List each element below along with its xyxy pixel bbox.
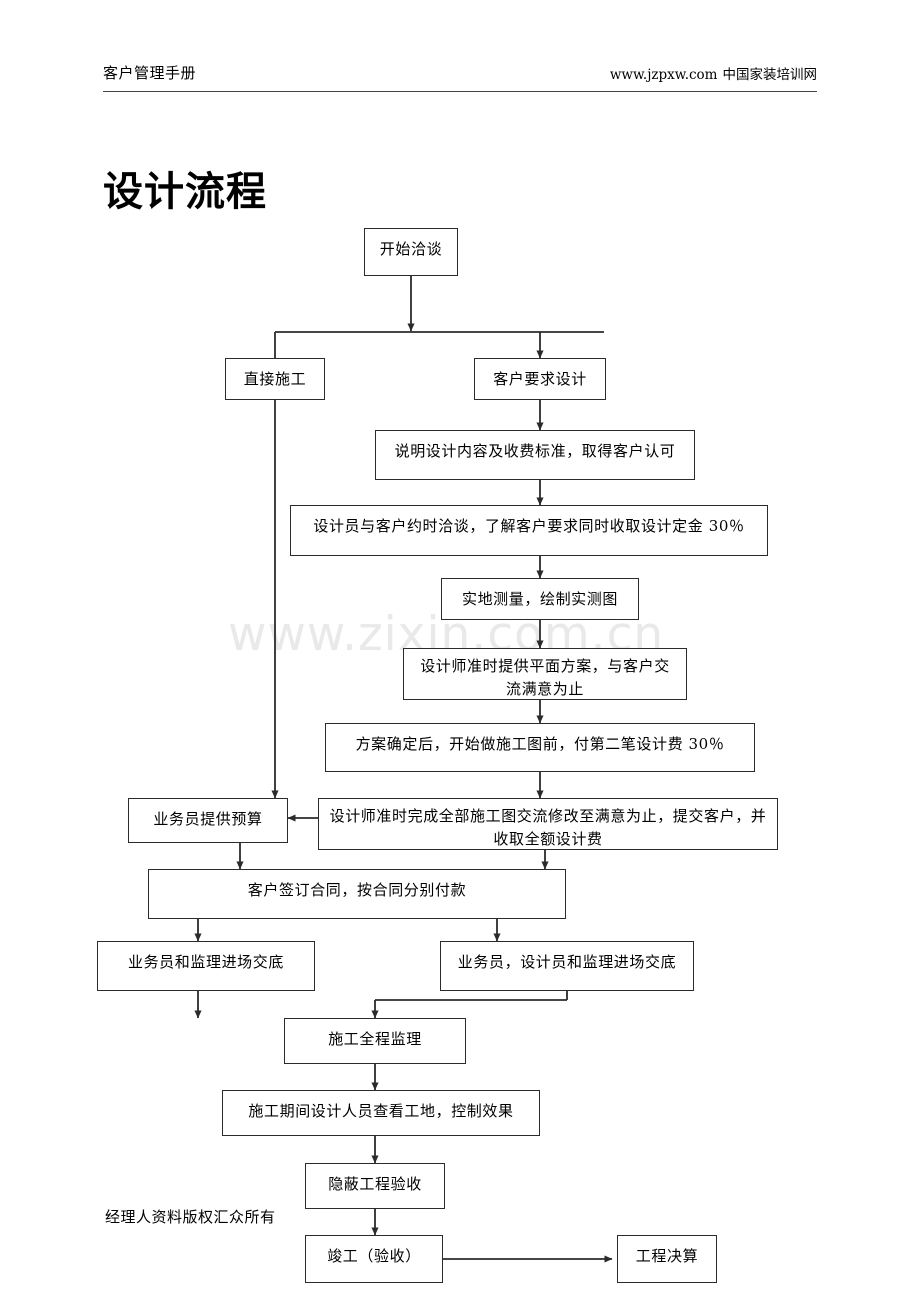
flow-node-label: 隐蔽工程验收 [328, 1175, 422, 1193]
flow-node-customer-requests-design[interactable]: 客户要求设计 [474, 358, 606, 400]
flow-node-project-final-account[interactable]: 工程决算 [617, 1235, 717, 1283]
flow-node-briefing-right[interactable]: 业务员，设计员和监理进场交底 [440, 941, 694, 991]
flow-node-label: 设计师准时完成全部施工图交流修改至满意为止，提交客户，并 收取全额设计费 [329, 807, 767, 849]
flow-node-floor-plan-proposal[interactable]: 设计师准时提供平面方案，与客户交 流满意为止 [403, 648, 687, 700]
flow-node-label: 实地测量，绘制实测图 [461, 590, 618, 608]
header-left-text: 客户管理手册 [103, 64, 197, 82]
flow-node-label: 施工期间设计人员查看工地，控制效果 [248, 1102, 514, 1120]
flow-node-designer-site-visits[interactable]: 施工期间设计人员查看工地，控制效果 [222, 1090, 540, 1136]
flow-node-label: 设计员与客户约时洽谈，了解客户要求同时收取设计定金 30％ [313, 517, 745, 535]
header-website-url: www.jzpxw.com [609, 67, 718, 83]
flow-node-label: 客户签订合同，按合同分别付款 [247, 881, 467, 899]
flow-node-label: 方案确定后，开始做施工图前，付第二笔设计费 30％ [355, 735, 725, 753]
flow-node-label: 竣工（验收） [327, 1247, 421, 1265]
flow-node-salesperson-budget[interactable]: 业务员提供预算 [128, 798, 288, 843]
flow-node-second-design-fee[interactable]: 方案确定后，开始做施工图前，付第二笔设计费 30％ [325, 723, 755, 772]
page-title: 设计流程 [103, 169, 267, 215]
flow-node-label: 业务员提供预算 [153, 810, 263, 828]
flow-node-construction-drawings[interactable]: 设计师准时完成全部施工图交流修改至满意为止，提交客户，并 收取全额设计费 [318, 798, 778, 850]
flow-node-appointment-and-deposit[interactable]: 设计员与客户约时洽谈，了解客户要求同时收取设计定金 30％ [290, 505, 768, 556]
flow-node-label: 业务员，设计员和监理进场交底 [457, 953, 677, 971]
flow-node-label: 设计师准时提供平面方案，与客户交 流满意为止 [420, 657, 670, 699]
flow-node-label: 客户要求设计 [493, 370, 587, 388]
flow-node-start[interactable]: 开始洽谈 [364, 228, 458, 276]
flow-node-briefing-left[interactable]: 业务员和监理进场交底 [97, 941, 315, 991]
flow-node-concealed-works-acceptance[interactable]: 隐蔽工程验收 [305, 1163, 445, 1209]
flow-node-label: 开始洽谈 [379, 240, 443, 258]
flow-node-site-measurement[interactable]: 实地测量，绘制实测图 [441, 578, 639, 620]
flow-node-label: 工程决算 [635, 1247, 699, 1265]
flow-node-label: 施工全程监理 [328, 1030, 422, 1048]
flow-node-label: 直接施工 [243, 370, 307, 388]
flow-node-completion-acceptance[interactable]: 竣工（验收） [305, 1235, 443, 1283]
header-site-name: 中国家装培训网 [722, 67, 818, 83]
flow-node-sign-contract[interactable]: 客户签订合同，按合同分别付款 [148, 869, 566, 919]
flow-node-label: 说明设计内容及收费标准，取得客户认可 [394, 442, 676, 460]
flow-node-full-supervision[interactable]: 施工全程监理 [284, 1018, 466, 1064]
copyright-note: 经理人资料版权汇众所有 [105, 1208, 276, 1226]
flow-node-explain-scope-and-fees[interactable]: 说明设计内容及收费标准，取得客户认可 [375, 430, 695, 480]
flow-node-label: 业务员和监理进场交底 [127, 953, 284, 971]
flow-node-direct-construction[interactable]: 直接施工 [225, 358, 325, 400]
